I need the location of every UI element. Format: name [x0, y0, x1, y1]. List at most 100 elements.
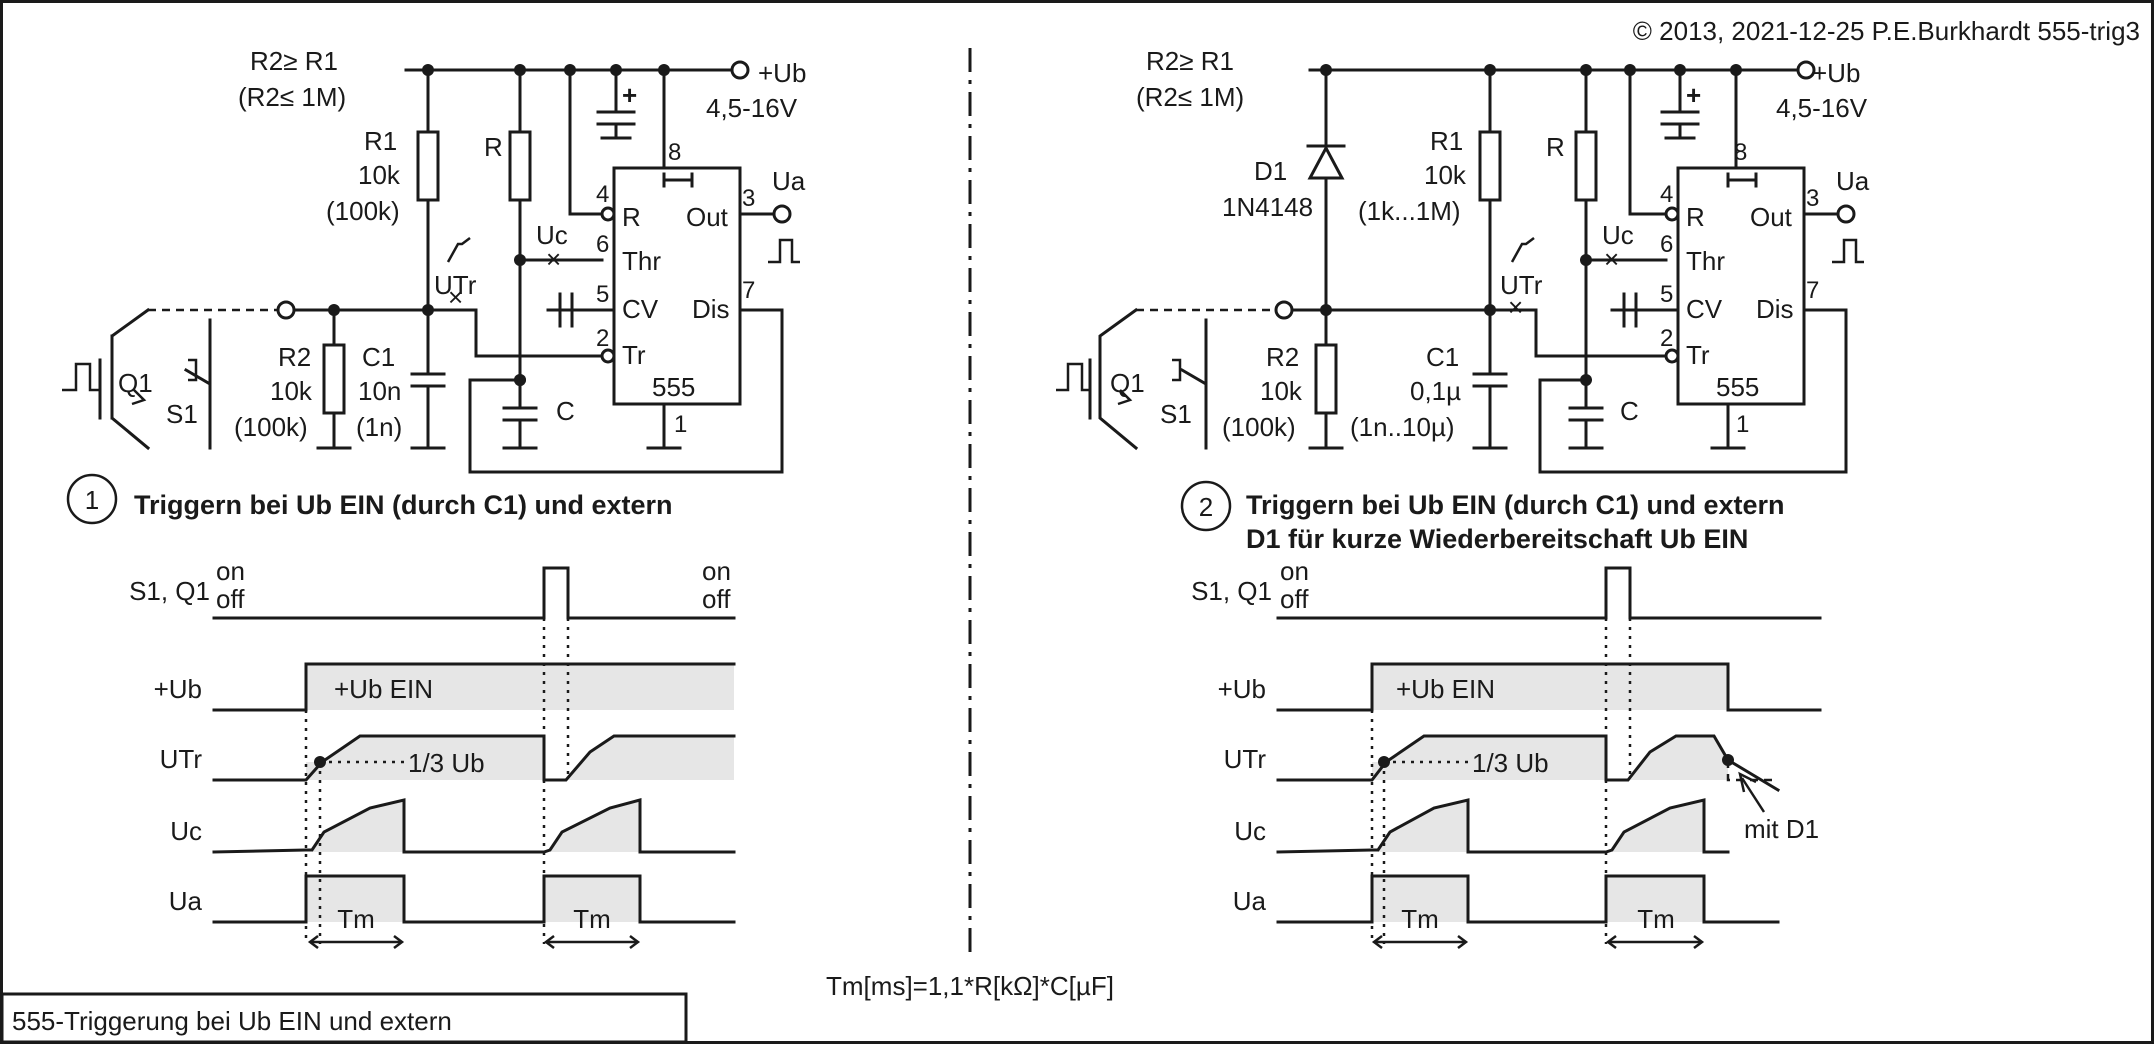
circuit-1: +Ub 4,5-16V R2≥ R1 (R2≤ 1M) R1 10k (100k… [62, 46, 806, 474]
uc-row-label-2: Uc [1234, 816, 1266, 846]
svg-text:×: × [1604, 244, 1619, 274]
circuit-2: +Ub 4,5-16V R2≥ R1 (R2≤ 1M) D1 1N4148 R1… [1056, 46, 1870, 474]
utr-row-label-2: UTr [1224, 744, 1267, 774]
pin-dis-label-2: Dis [1756, 294, 1794, 324]
c1-label-1: C1 [362, 342, 395, 372]
c1-val1-2: 0,1µ [1410, 376, 1461, 406]
c1-val2-2: (1n..10µ) [1350, 412, 1455, 442]
q1-label-2: Q1 [1110, 368, 1145, 398]
r2-val1-1: 10k [270, 376, 313, 406]
ub-terminal-1 [730, 60, 750, 80]
s1q1-label-2: S1, Q1 [1191, 576, 1272, 606]
timing-diagram-2: S1, Q1 on off +Ub +Ub EIN UTr 1/3 Ub mit… [1191, 556, 1822, 949]
r1-val1-2: 10k [1424, 160, 1467, 190]
r2-cond2-1: (R2≤ 1M) [238, 82, 346, 112]
pin-thr-label-1: Thr [622, 246, 661, 276]
r2-resistor-1 [322, 343, 346, 415]
pin1-num-2: 1 [1736, 411, 1749, 438]
pin-tr-label-1: Tr [622, 340, 646, 370]
pin4-num-2: 4 [1660, 181, 1673, 208]
pin2-num-1: 2 [596, 325, 609, 352]
r2-cond1-2: R2≥ R1 [1146, 46, 1234, 76]
ub-range-2: 4,5-16V [1776, 93, 1868, 123]
timing-diagram-1: S1, Q1 on off on off +Ub +Ub EIN UTr 1/3… [129, 556, 736, 949]
pin6-num-2: 6 [1660, 231, 1673, 258]
r1-label-1: R1 [364, 126, 397, 156]
pin-r-label-2: R [1686, 202, 1705, 232]
pin3-num-2: 3 [1806, 185, 1819, 212]
r2-resistor-2 [1314, 343, 1338, 415]
pin-thr-label-2: Thr [1686, 246, 1725, 276]
on-label-1: on [216, 556, 245, 586]
r-label-1: R [484, 132, 503, 162]
circuit-number-1: 1 [85, 485, 99, 515]
c1-label-2: C1 [1426, 342, 1459, 372]
uc-row-label-1: Uc [170, 816, 202, 846]
ic-name-1: 555 [652, 372, 695, 402]
circuit-number-circle-2 [1180, 480, 1232, 532]
tm-label-1b: Tm [573, 904, 611, 934]
caption-box [0, 992, 688, 1044]
r2-label-1: R2 [278, 342, 311, 372]
utr-label-1: UTr [434, 270, 477, 300]
pin7-num-2: 7 [1806, 277, 1819, 304]
c1-val2-1: (1n) [356, 412, 402, 442]
ub-range-1: 4,5-16V [706, 93, 798, 123]
ua-label-2: Ua [1836, 166, 1870, 196]
pin-out-label-1: Out [686, 202, 729, 232]
pin5-num-1: 5 [596, 281, 609, 308]
svg-text:×: × [1508, 292, 1523, 322]
r1-val1-1: 10k [358, 160, 401, 190]
uc-label-1: Uc [536, 220, 568, 250]
pin-dis-label-1: Dis [692, 294, 730, 324]
tm-label-2b: Tm [1637, 904, 1675, 934]
r1-resistor-2 [1478, 130, 1502, 202]
ub-on-label-2: +Ub EIN [1396, 674, 1495, 704]
ua-row-label-2: Ua [1233, 886, 1267, 916]
s1-label-1: S1 [166, 399, 198, 429]
svg-text:+: + [622, 80, 637, 110]
svg-text:+: + [1686, 80, 1701, 110]
r2-cond1-1: R2≥ R1 [250, 46, 338, 76]
r-timing-resistor-1 [508, 130, 532, 202]
r2-val1-2: 10k [1260, 376, 1303, 406]
off-label-1b: off [702, 584, 731, 614]
ua-label-1: Ua [772, 166, 806, 196]
r1-val2-1: (100k) [326, 196, 400, 226]
on-label-2: on [1280, 556, 1309, 586]
pin5-num-2: 5 [1660, 281, 1673, 308]
circuit-title-2-line2: D1 für kurze Wiederbereitschaft Ub EIN [1246, 524, 1748, 554]
circuit-number-circle-1 [66, 473, 118, 525]
ic-555-1 [612, 166, 742, 406]
d1-label: D1 [1254, 156, 1287, 186]
svg-text:×: × [546, 244, 561, 274]
pin-out-label-2: Out [1750, 202, 1793, 232]
pin6-num-1: 6 [596, 231, 609, 258]
r1-val2-2: (1k...1M) [1358, 196, 1461, 226]
r-label-2: R [1546, 132, 1565, 162]
uc-label-2: Uc [1602, 220, 1634, 250]
circuit-title-2-line1: Triggern bei Ub EIN (durch C1) und exter… [1246, 490, 1785, 520]
d1-type: 1N4148 [1222, 192, 1313, 222]
r2-val2-1: (100k) [234, 412, 308, 442]
ub-on-label-1: +Ub EIN [334, 674, 433, 704]
third-label-2: 1/3 Ub [1472, 748, 1549, 778]
c-label-2: C [1620, 396, 1639, 426]
pin1-num-1: 1 [674, 411, 687, 438]
pin3-num-1: 3 [742, 185, 755, 212]
ic-555-2 [1676, 166, 1806, 406]
pin8-num-1: 8 [668, 139, 681, 166]
third-label-1: 1/3 Ub [408, 748, 485, 778]
q1-label-1: Q1 [118, 368, 153, 398]
pin7-num-1: 7 [742, 277, 755, 304]
ub-row-label-1: +Ub [154, 674, 202, 704]
circuit-title-1: Triggern bei Ub EIN (durch C1) und exter… [134, 490, 673, 520]
pin-cv-label-2: CV [1686, 294, 1723, 324]
c1-val1-1: 10n [358, 376, 401, 406]
pin-r-label-1: R [622, 202, 641, 232]
utr-label-2: UTr [1500, 270, 1543, 300]
formula-text: Tm[ms]=1,1*R[kΩ]*C[µF] [826, 971, 1114, 1001]
r2-cond2-2: (R2≤ 1M) [1136, 82, 1244, 112]
